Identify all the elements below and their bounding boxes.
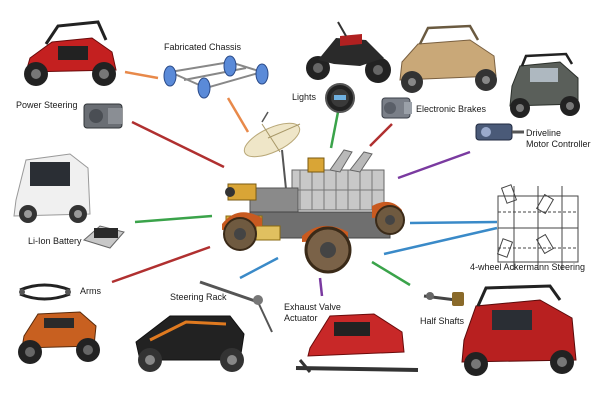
military-utv-image <box>399 24 497 93</box>
connector-ackermann-top <box>409 220 498 225</box>
gray-utility-vehicle-image <box>509 52 580 118</box>
slingshot-roadster-image <box>135 315 245 372</box>
label-driveline-line2: Motor Controller <box>526 139 591 149</box>
label-exhaust-line1: Exhaust Valve <box>284 302 341 312</box>
light-gauge-image <box>325 83 355 113</box>
ackermann-steering-schematic <box>496 184 579 270</box>
connector-chassis <box>124 70 159 80</box>
connector-ackermann-bottom <box>383 226 498 256</box>
label-driveline-motor-controller: Driveline Motor Controller <box>526 128 591 150</box>
label-arms: Arms <box>80 286 101 296</box>
connector-half-shafts <box>371 260 411 287</box>
li-ion-battery-image <box>82 225 125 249</box>
connector-arms <box>111 245 211 284</box>
arms-image <box>19 283 71 301</box>
connector-lights <box>329 111 340 149</box>
label-exhaust-line2: Actuator <box>284 313 318 323</box>
connector-exhaust-valve <box>318 277 324 297</box>
half-shafts-image <box>423 292 464 306</box>
label-half-shafts: Half Shafts <box>420 316 465 326</box>
electronic-brakes-image <box>381 97 412 119</box>
label-lights: Lights <box>292 92 317 102</box>
red-ranger-utv-image <box>461 284 577 376</box>
connector-electronic-brakes <box>369 123 393 147</box>
connector-power-steering <box>131 120 225 169</box>
label-ackermann-steering: 4-wheel Ackermann Steering <box>470 262 586 272</box>
connector-steering-rack <box>239 256 279 280</box>
connector-driveline <box>397 150 471 180</box>
label-driveline-line1: Driveline <box>526 128 562 138</box>
label-steering-rack: Steering Rack <box>170 292 227 302</box>
power-steering-image <box>83 103 123 129</box>
fabricated-chassis-image <box>163 55 269 99</box>
label-li-ion-battery: Li-Ion Battery <box>28 236 82 246</box>
orange-atv-image <box>18 311 100 364</box>
white-golf-cart-image <box>13 153 91 223</box>
connector-chassis-2 <box>226 97 250 133</box>
connector-battery <box>134 214 213 224</box>
lunar-rover-center <box>222 111 405 274</box>
label-electronic-brakes: Electronic Brakes <box>416 104 487 114</box>
label-fabricated-chassis: Fabricated Chassis <box>164 42 242 52</box>
motorcycle-image <box>306 21 391 83</box>
label-exhaust-valve-actuator: Exhaust Valve Actuator <box>284 302 341 324</box>
snowmobile-image <box>295 313 419 373</box>
steering-rack-image <box>199 280 273 333</box>
driveline-motor-controller-image <box>475 123 524 141</box>
red-side-by-side-image <box>24 20 117 86</box>
label-power-steering: Power Steering <box>16 100 78 110</box>
